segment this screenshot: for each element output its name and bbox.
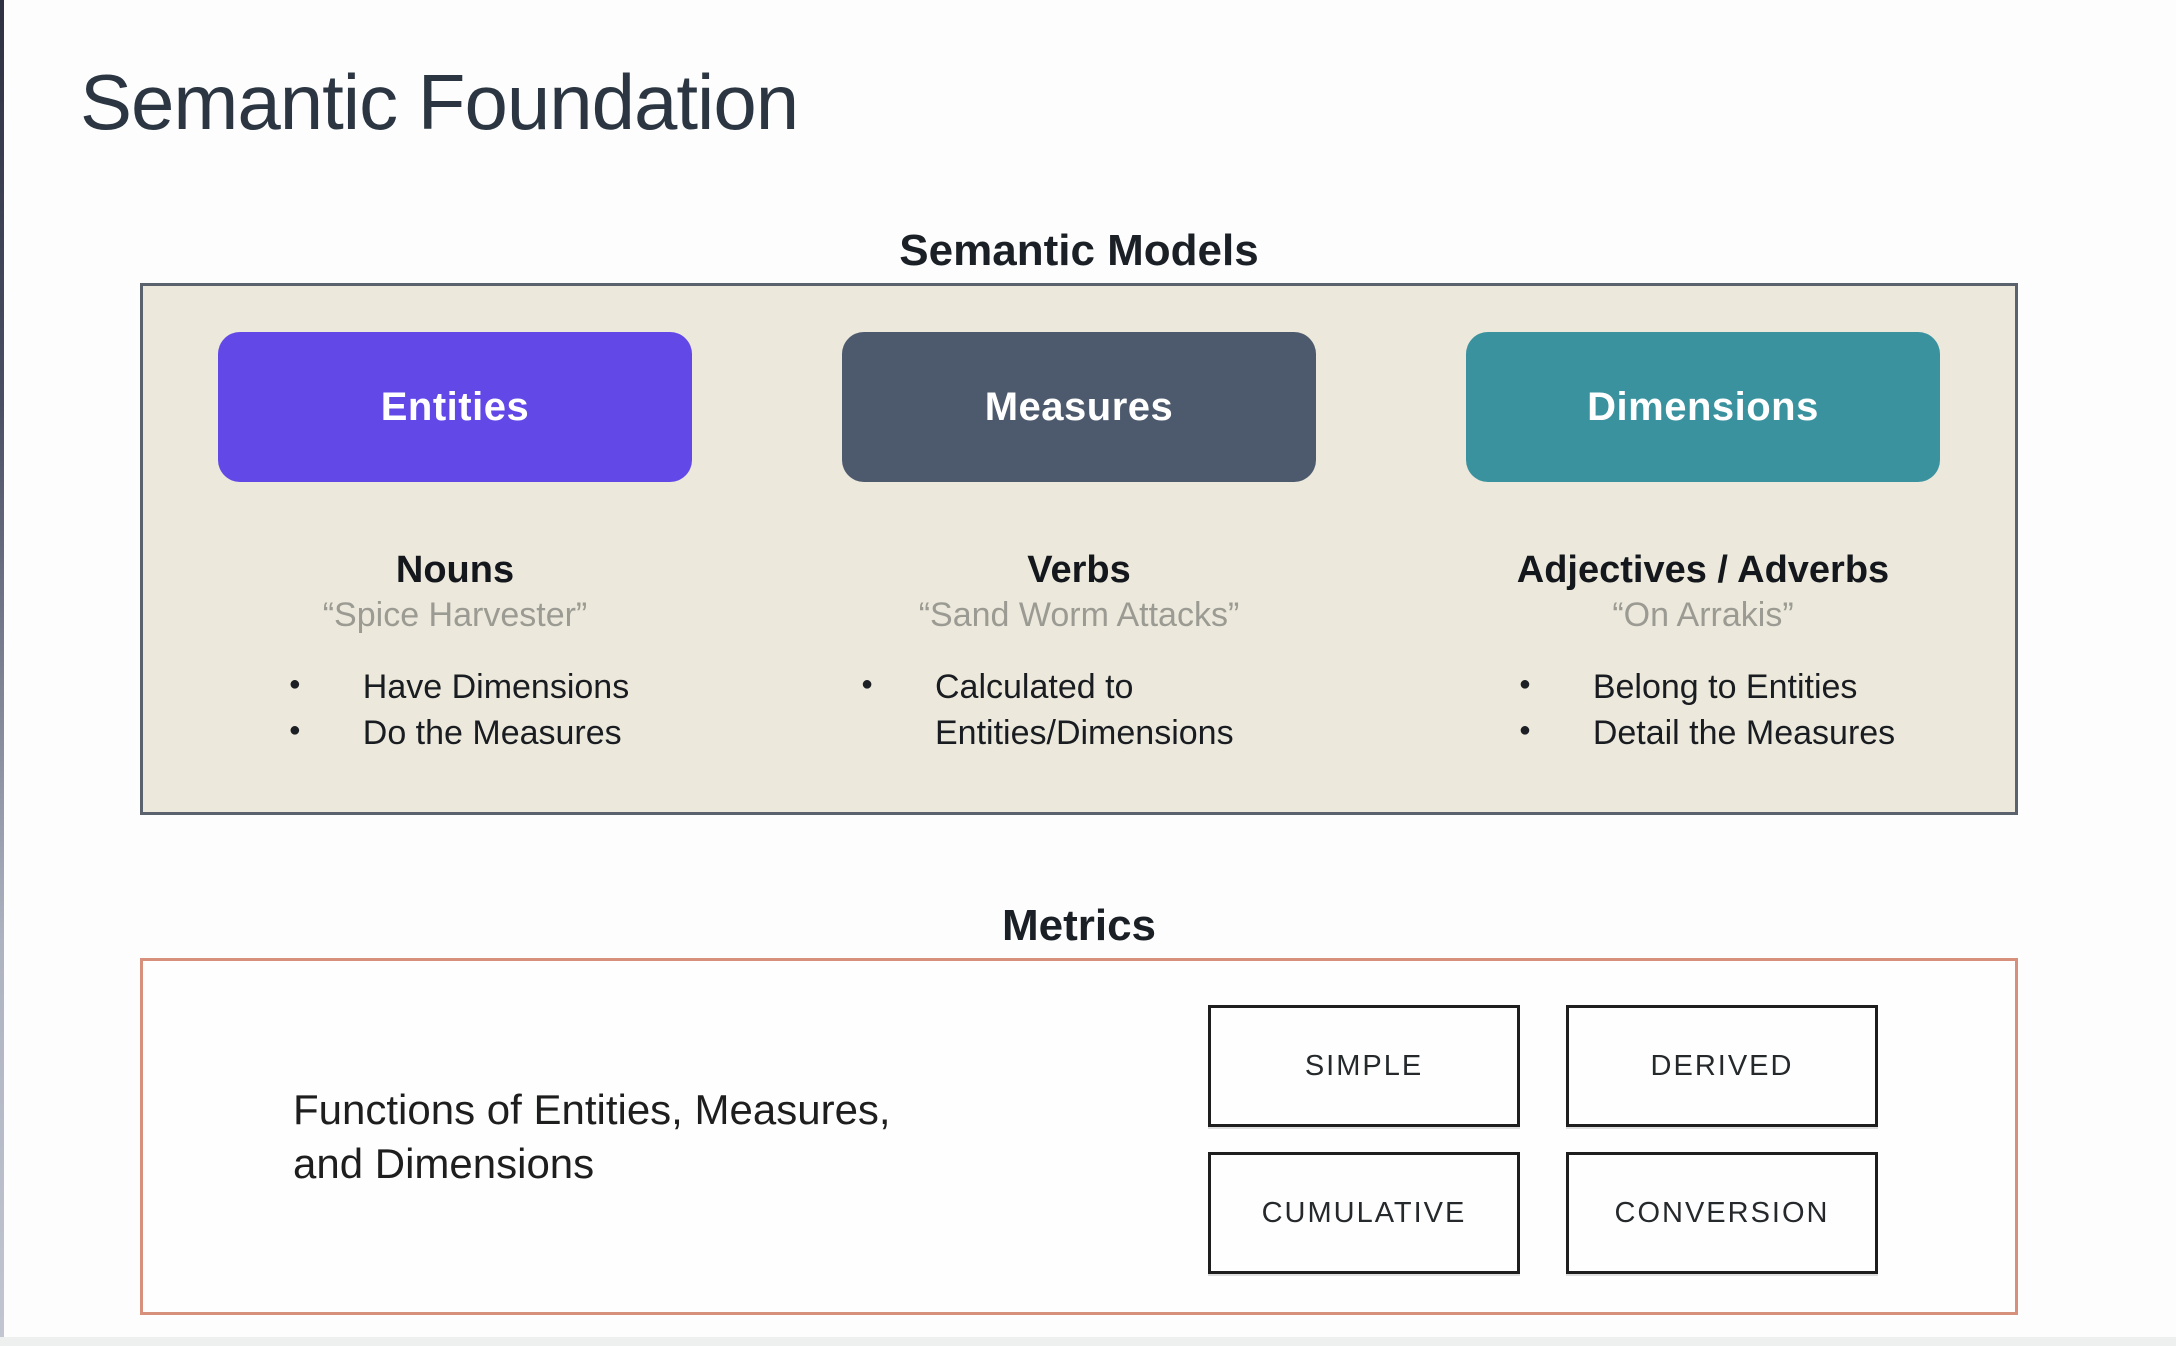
dimensions-shape: Dimensions: [1466, 332, 1940, 482]
metric-type-cumulative: CUMULATIVE: [1208, 1152, 1520, 1274]
metrics-description: Functions of Entities, Measures, and Dim…: [293, 1083, 891, 1191]
metrics-description-line2: and Dimensions: [293, 1139, 595, 1187]
semantic-models-heading: Semantic Models: [899, 226, 1259, 275]
bullet-item: Detail the Measures: [1511, 711, 1895, 757]
dimensions-role-label: Adjectives / Adverbs: [1516, 549, 1890, 591]
window-left-edge: [0, 0, 4, 1346]
entities-role-label: Nouns: [395, 549, 515, 591]
metric-type-conversion: CONVERSION: [1566, 1152, 1878, 1274]
metric-type-simple: SIMPLE: [1208, 1005, 1520, 1127]
measures-shape: Measures: [842, 332, 1316, 482]
bullet-item: Have Dimensions: [281, 665, 629, 711]
model-column-measures: Measures Verbs “Sand Worm Attacks” Calcu…: [767, 286, 1391, 812]
entities-example-label: “Spice Harvester”: [322, 595, 588, 634]
page-title: Semantic Foundation: [80, 58, 799, 146]
metrics-description-line1: Functions of Entities, Measures,: [293, 1085, 891, 1133]
dimensions-example-label: “On Arrakis”: [1612, 595, 1794, 634]
measures-bullet-list: Calculated to Entities/Dimensions: [853, 665, 1305, 757]
model-column-entities: Entities Nouns “Spice Harvester” Have Di…: [143, 286, 767, 812]
metric-type-derived: DERIVED: [1566, 1005, 1878, 1127]
metric-types-grid: SIMPLE DERIVED CUMULATIVE CONVERSION: [1208, 1005, 1878, 1274]
entities-bullet-list: Have Dimensions Do the Measures: [281, 665, 629, 757]
measures-role-label: Verbs: [1027, 549, 1131, 591]
semantic-models-panel: Entities Nouns “Spice Harvester” Have Di…: [140, 283, 2018, 815]
window-bottom-edge: [0, 1337, 2176, 1346]
entities-shape: Entities: [218, 332, 692, 482]
bullet-item: Belong to Entities: [1511, 665, 1895, 711]
bullet-item: Do the Measures: [281, 711, 629, 757]
measures-example-label: “Sand Worm Attacks”: [918, 595, 1240, 634]
metrics-heading: Metrics: [1001, 901, 1157, 950]
dimensions-bullet-list: Belong to Entities Detail the Measures: [1511, 665, 1895, 757]
model-column-dimensions: Dimensions Adjectives / Adverbs “On Arra…: [1391, 286, 2015, 812]
metrics-panel: Functions of Entities, Measures, and Dim…: [140, 958, 2018, 1315]
bullet-item: Calculated to Entities/Dimensions: [853, 665, 1305, 757]
